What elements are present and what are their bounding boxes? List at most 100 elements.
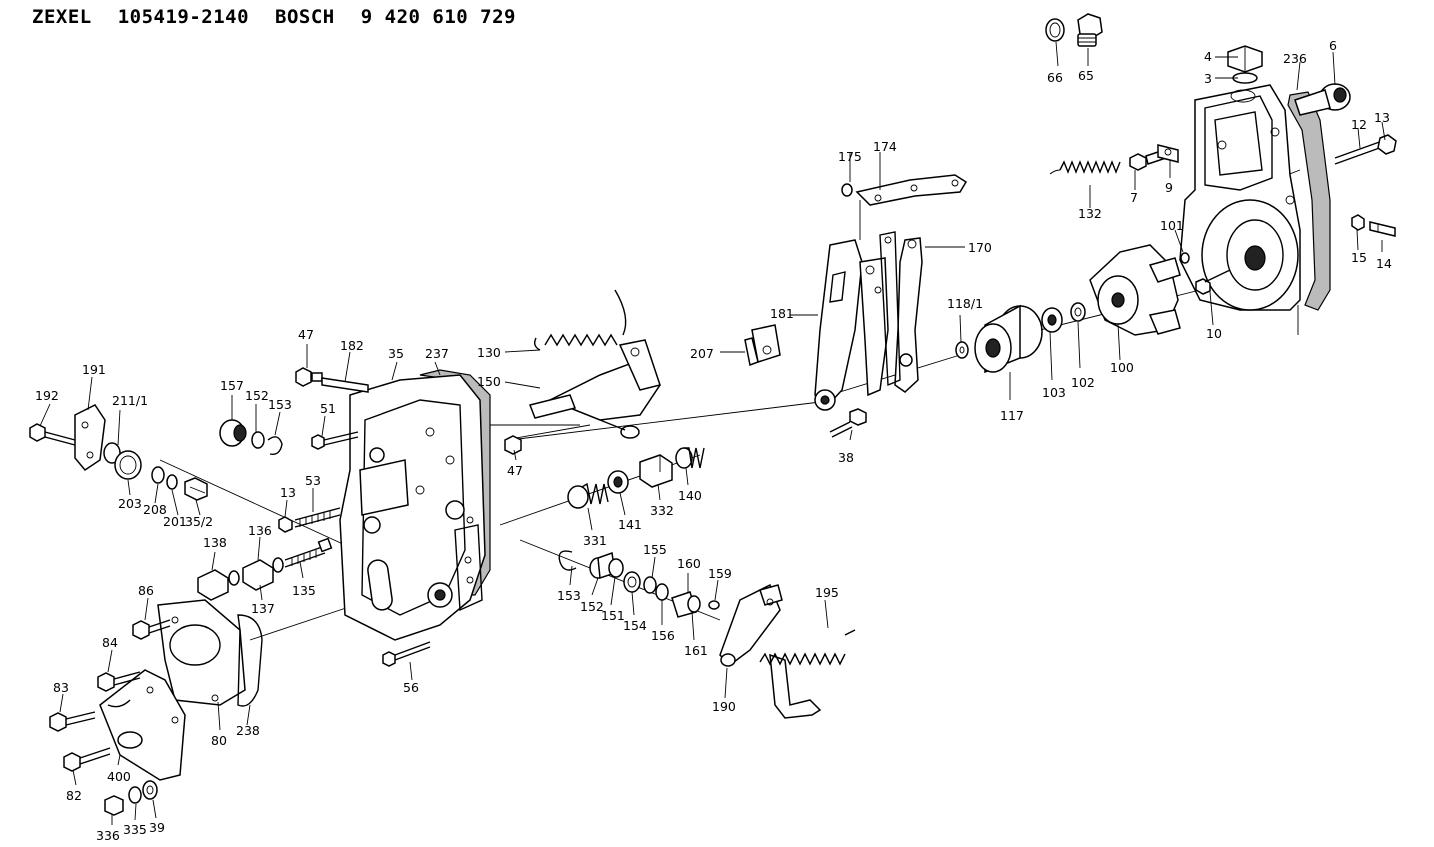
nut-washers-336-335-39 bbox=[104, 780, 158, 816]
callout-3: 3 bbox=[1204, 71, 1212, 86]
callout-207: 207 bbox=[690, 346, 714, 361]
callout-154: 154 bbox=[623, 618, 647, 633]
callout-84: 84 bbox=[102, 635, 118, 650]
cover-plate-80 bbox=[157, 599, 246, 706]
callout-191: 191 bbox=[82, 362, 106, 377]
spring-140 bbox=[675, 447, 705, 469]
callout-161: 161 bbox=[684, 643, 708, 658]
bolt-84 bbox=[97, 671, 141, 692]
callout-47-lower: 47 bbox=[507, 463, 523, 478]
spring-195 bbox=[759, 629, 856, 666]
callout-150: 150 bbox=[477, 374, 501, 389]
callout-13-lower: 13 bbox=[280, 485, 296, 500]
callout-182: 182 bbox=[340, 338, 364, 353]
bolt-86 bbox=[132, 619, 171, 640]
callout-236: 236 bbox=[1283, 51, 1307, 66]
header-part-number: 105419-2140 bbox=[117, 6, 250, 28]
plug-66-washer bbox=[1045, 18, 1065, 42]
washer-102 bbox=[1070, 302, 1086, 322]
spring-seat-331 bbox=[567, 482, 609, 509]
nut-13-left bbox=[278, 516, 293, 533]
callout-101: 101 bbox=[1160, 218, 1184, 233]
callout-160: 160 bbox=[677, 556, 701, 571]
callout-175: 175 bbox=[838, 149, 862, 164]
sleeve-117 bbox=[974, 304, 1043, 374]
plug-65-screw bbox=[1077, 13, 1103, 47]
pin-182 bbox=[321, 377, 369, 393]
callout-103: 103 bbox=[1042, 385, 1066, 400]
callout-35-2: 35/2 bbox=[185, 514, 213, 529]
bush-160 bbox=[671, 591, 701, 618]
seal-211-1-and-203 bbox=[103, 442, 142, 480]
callout-132: 132 bbox=[1078, 206, 1102, 221]
callout-238: 238 bbox=[236, 723, 260, 738]
callout-12: 12 bbox=[1351, 117, 1367, 132]
lever-150 bbox=[528, 339, 661, 439]
callout-4: 4 bbox=[1204, 49, 1212, 64]
bolt-83 bbox=[49, 711, 96, 732]
callout-130: 130 bbox=[477, 345, 501, 360]
callout-190: 190 bbox=[712, 699, 736, 714]
nut-141 bbox=[607, 470, 629, 494]
header-brand: BOSCH bbox=[275, 6, 335, 28]
bolt-47-lower bbox=[504, 435, 522, 455]
callout-135: 135 bbox=[292, 583, 316, 598]
gasket-238 bbox=[237, 614, 263, 707]
spring-130 bbox=[533, 289, 627, 351]
callout-102: 102 bbox=[1071, 375, 1095, 390]
clip-153-lower bbox=[558, 550, 577, 571]
flyweight-assembly-100 bbox=[1089, 244, 1181, 336]
callout-47-upper: 47 bbox=[298, 327, 314, 342]
callout-201: 201 bbox=[163, 514, 187, 529]
ring-152-upper bbox=[251, 431, 265, 449]
callout-labels: 66 65 4 236 6 3 12 13 175 174 132 7 9 10… bbox=[35, 38, 1392, 843]
callout-237: 237 bbox=[425, 346, 449, 361]
control-lever-190 bbox=[719, 583, 822, 719]
callout-14: 14 bbox=[1376, 256, 1392, 271]
plug-6 bbox=[1294, 83, 1351, 116]
callout-53: 53 bbox=[305, 473, 321, 488]
callout-39: 39 bbox=[149, 820, 165, 835]
screw-53 bbox=[294, 507, 341, 528]
callout-51: 51 bbox=[320, 401, 336, 416]
callout-155: 155 bbox=[643, 542, 667, 557]
ring-151 bbox=[608, 558, 624, 578]
screw-56 bbox=[382, 641, 431, 667]
screw-135 bbox=[284, 537, 333, 568]
bolt-82 bbox=[63, 747, 111, 772]
callout-118-1: 118/1 bbox=[947, 296, 983, 311]
callout-80: 80 bbox=[211, 733, 227, 748]
callout-100: 100 bbox=[1110, 360, 1134, 375]
screw-12-13 bbox=[1334, 134, 1397, 165]
callout-400: 400 bbox=[107, 769, 131, 784]
callout-203: 203 bbox=[118, 496, 142, 511]
clip-153-upper bbox=[267, 436, 283, 455]
callout-211-1: 211/1 bbox=[112, 393, 148, 408]
rings-208-201 bbox=[151, 466, 178, 490]
callout-153-upper: 153 bbox=[268, 397, 292, 412]
stud-15-14 bbox=[1351, 214, 1396, 237]
bracket-400 bbox=[99, 669, 186, 781]
callout-192: 192 bbox=[35, 388, 59, 403]
callout-208: 208 bbox=[143, 502, 167, 517]
pin-159 bbox=[708, 600, 720, 610]
callout-15: 15 bbox=[1351, 250, 1367, 265]
ring-155-156 bbox=[643, 576, 669, 601]
spring-132 bbox=[1049, 160, 1121, 175]
callout-159: 159 bbox=[708, 566, 732, 581]
washer-118-1 bbox=[955, 341, 969, 359]
callout-152-lower: 152 bbox=[580, 599, 604, 614]
main-housing-35 bbox=[339, 374, 486, 641]
callout-195: 195 bbox=[815, 585, 839, 600]
plate-191 bbox=[74, 404, 106, 471]
callout-332: 332 bbox=[650, 503, 674, 518]
callout-136: 136 bbox=[248, 523, 272, 538]
upper-housing-frame bbox=[1179, 84, 1301, 311]
block-207 bbox=[744, 324, 781, 367]
screw-7-bracket-9 bbox=[1129, 144, 1179, 171]
callout-38: 38 bbox=[838, 450, 854, 465]
callout-82: 82 bbox=[66, 788, 82, 803]
